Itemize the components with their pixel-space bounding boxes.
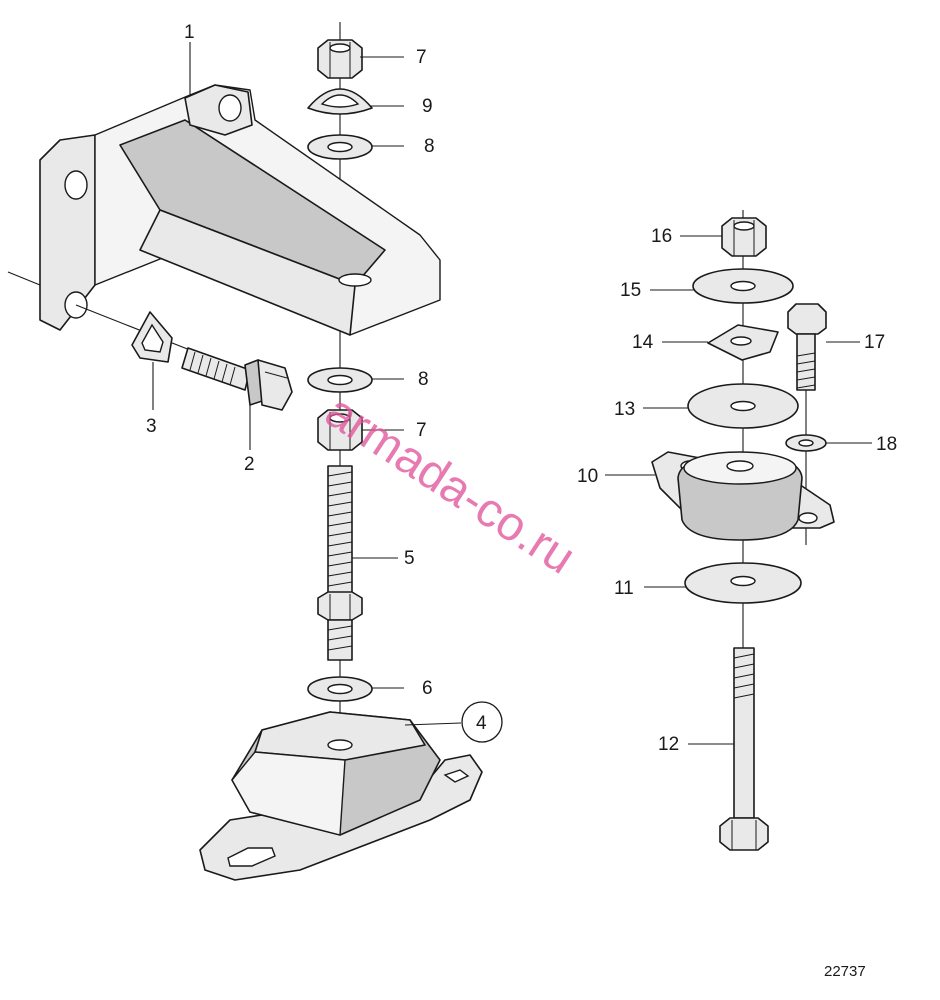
flat-washer-top-part-8 bbox=[307, 134, 373, 160]
callout-7-top: 7 bbox=[416, 47, 427, 68]
callout-7-lower: 7 bbox=[416, 420, 427, 441]
callout-10: 10 bbox=[577, 466, 598, 487]
callout-1: 1 bbox=[184, 22, 195, 43]
callout-5: 5 bbox=[404, 548, 415, 569]
engine-bracket-part-1 bbox=[7, 84, 441, 353]
figure-number: 22737 bbox=[824, 963, 866, 980]
callout-3: 3 bbox=[146, 416, 157, 437]
callout-8-lower: 8 bbox=[418, 369, 429, 390]
large-washer-part-13 bbox=[687, 383, 799, 429]
triangular-washer-part-3 bbox=[131, 311, 173, 363]
nut-lower-part-7 bbox=[317, 409, 363, 451]
callout-13: 13 bbox=[614, 399, 635, 420]
callout-17: 17 bbox=[864, 332, 885, 353]
large-washer-part-15 bbox=[692, 268, 794, 304]
callout-4-circle bbox=[461, 701, 503, 743]
large-washer-part-11 bbox=[684, 562, 802, 604]
callout-18: 18 bbox=[876, 434, 897, 455]
square-washer-part-14 bbox=[707, 324, 779, 361]
nut-top-part-7 bbox=[317, 39, 363, 79]
callout-6: 6 bbox=[422, 678, 433, 699]
flat-washer-lower-part-8 bbox=[307, 367, 373, 393]
small-washer-part-18 bbox=[785, 434, 827, 452]
nut-part-16 bbox=[721, 217, 767, 257]
long-bolt-part-12 bbox=[719, 647, 769, 851]
rubber-mount-part-4 bbox=[199, 711, 483, 881]
watermark-text: armada-co.ru bbox=[316, 385, 584, 585]
flange-bolt-part-2 bbox=[181, 347, 293, 411]
callout-15: 15 bbox=[620, 280, 641, 301]
callout-14: 14 bbox=[632, 332, 654, 353]
bolt-part-17 bbox=[787, 303, 827, 391]
leader-lines bbox=[152, 42, 872, 745]
callout-2: 2 bbox=[244, 454, 255, 475]
threaded-stud-part-5 bbox=[317, 465, 363, 661]
callout-16: 16 bbox=[651, 226, 672, 247]
cylindrical-mount-part-10 bbox=[651, 451, 835, 541]
cup-washer-part-9 bbox=[307, 88, 373, 115]
callout-12: 12 bbox=[658, 734, 679, 755]
callout-9: 9 bbox=[422, 96, 433, 117]
callout-8-top: 8 bbox=[424, 136, 435, 157]
callout-4: 4 bbox=[476, 713, 487, 734]
callout-11: 11 bbox=[614, 578, 634, 599]
flat-washer-part-6 bbox=[307, 676, 373, 702]
